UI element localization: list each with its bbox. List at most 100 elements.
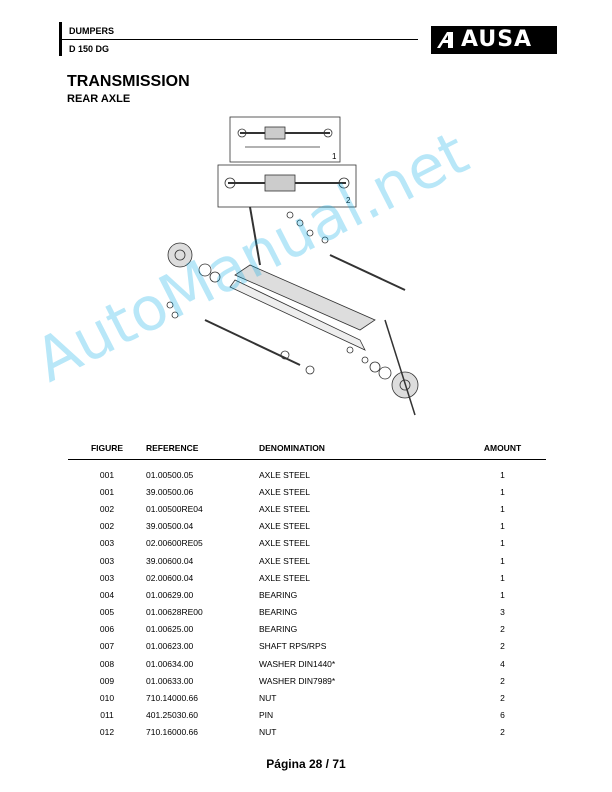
cell-denomination: AXLE STEEL [259,469,311,480]
table-row: 001 39.00500.06 AXLE STEEL 1 [68,483,546,500]
cell-denomination: BEARING [259,624,298,635]
cell-reference: 401.25030.60 [146,710,198,721]
logo-text: AUSA [461,27,533,52]
cell-reference: 01.00629.00 [146,589,194,600]
cell-figure: 002 [99,503,115,514]
cell-amount: 1 [500,469,505,480]
inset-frame-1 [229,116,341,163]
cell-figure: 005 [99,607,115,618]
cell-reference: 01.00625.00 [146,624,194,635]
cell-reference: 39.00500.06 [146,486,194,497]
cell-reference: 01.00500RE04 [146,503,203,514]
cell-amount: 1 [500,572,505,583]
col-header-reference: REFERENCE [146,440,259,460]
table-row: 008 01.00634.00 WASHER DIN1440* 4 [68,655,546,672]
brand-logo: AUSA [431,26,557,54]
cell-denomination: AXLE STEEL [259,503,311,514]
cell-figure: 012 [99,727,115,738]
cell-figure: 009 [99,675,115,686]
cell-denomination: BEARING [259,589,298,600]
col-header-figure: FIGURE [68,440,146,460]
cell-reference: 01.00634.00 [146,658,194,669]
table-row: 012 710.16000.66 NUT 2 [68,724,546,741]
cell-denomination: AXLE STEEL [259,521,311,532]
cell-denomination: AXLE STEEL [259,572,311,583]
cell-reference: 710.16000.66 [146,727,198,738]
section-title: TRANSMISSION [67,73,190,90]
table-row: 001 01.00500.05 AXLE STEEL 1 [68,460,546,484]
document-header: DUMPERS D 150 DG [59,22,418,56]
parts-table: FIGURE REFERENCE DENOMINATION AMOUNT 001… [68,440,546,741]
page-number: Página 28 / 71 [266,757,346,771]
table-row: 003 02.00600.04 AXLE STEEL 1 [68,569,546,586]
cell-figure: 008 [99,658,115,669]
cell-amount: 1 [500,521,505,532]
cell-denomination: WASHER DIN1440* [259,658,336,669]
cell-amount: 6 [500,710,505,721]
table-row: 003 39.00600.04 AXLE STEEL 1 [68,552,546,569]
cell-reference: 39.00600.04 [146,555,194,566]
table-row: 009 01.00633.00 WASHER DIN7989* 2 [68,672,546,689]
section-subtitle: REAR AXLE [67,93,131,105]
table-row: 005 01.00628RE00 BEARING 3 [68,604,546,621]
cell-denomination: NUT [259,693,277,704]
cell-figure: 011 [100,710,114,721]
table-row: 004 01.00629.00 BEARING 1 [68,586,546,603]
table-row: 011 401.25030.60 PIN 6 [68,707,546,724]
header-category: DUMPERS [69,26,115,36]
cell-amount: 1 [500,486,505,497]
cell-amount: 2 [500,727,505,738]
cell-reference: 01.00633.00 [146,675,194,686]
cell-reference: 710.14000.66 [146,693,198,704]
table-row: 003 02.00600RE05 AXLE STEEL 1 [68,535,546,552]
cell-denomination: NUT [259,727,277,738]
table-row: 010 710.14000.66 NUT 2 [68,689,546,706]
cell-figure: 010 [99,693,115,704]
cell-amount: 4 [500,658,505,669]
cell-denomination: PIN [259,710,274,721]
cell-figure: 003 [99,555,115,566]
cell-figure: 006 [99,624,115,635]
cell-denomination: AXLE STEEL [259,486,311,497]
cell-denomination: AXLE STEEL [259,555,311,566]
cell-amount: 3 [500,607,505,618]
cell-denomination: AXLE STEEL [259,538,311,549]
cell-figure: 001 [99,486,115,497]
cell-figure: 003 [99,538,115,549]
table-row: 006 01.00625.00 BEARING 2 [68,621,546,638]
cell-amount: 1 [500,503,505,514]
cell-reference: 01.00628RE00 [146,607,203,618]
cell-figure: 007 [99,641,115,652]
cell-amount: 2 [500,693,505,704]
cell-amount: 2 [500,675,505,686]
cell-amount: 1 [500,538,505,549]
cell-reference: 39.00500.04 [146,521,194,532]
table-row: 002 01.00500RE04 AXLE STEEL 1 [68,500,546,517]
col-header-denomination: DENOMINATION [259,440,459,460]
diagram-callout-2: 2 [346,196,351,205]
table-header-row: FIGURE REFERENCE DENOMINATION AMOUNT [68,440,546,460]
cell-denomination: SHAFT RPS/RPS [259,641,327,652]
cell-figure: 004 [99,589,115,600]
cell-denomination: BEARING [259,607,298,618]
cell-reference: 02.00600.04 [146,572,194,583]
cell-reference: 01.00500.05 [146,469,194,480]
cell-denomination: WASHER DIN7989* [259,675,336,686]
cell-figure: 003 [99,572,115,583]
cell-amount: 2 [500,624,505,635]
table-row: 002 39.00500.04 AXLE STEEL 1 [68,518,546,535]
diagram-callout-1: 1 [332,152,337,161]
inset-frame-2 [217,164,357,208]
cell-figure: 002 [99,521,115,532]
cell-reference: 01.00623.00 [146,641,194,652]
cell-figure: 001 [99,469,115,480]
header-rule [62,39,418,40]
cell-reference: 02.00600RE05 [146,538,203,549]
exploded-axle-diagram: 1 2 [166,116,419,416]
header-model: D 150 DG [69,44,110,54]
cell-amount: 1 [500,589,505,600]
cell-amount: 2 [500,641,505,652]
cell-amount: 1 [500,555,505,566]
table-row: 007 01.00623.00 SHAFT RPS/RPS 2 [68,638,546,655]
